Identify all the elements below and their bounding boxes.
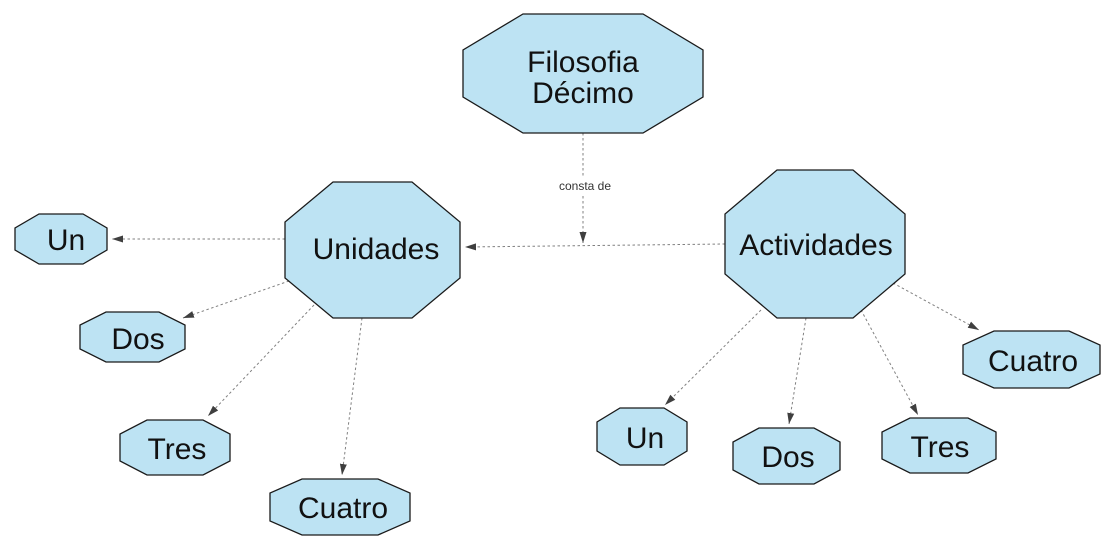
node-filosofia-decimo-label-line1: Filosofia	[527, 46, 639, 79]
node-actividades-cuatro-shape[interactable]	[962, 330, 1101, 389]
edge-actividades-to-tres	[860, 309, 919, 416]
edge-actividades-to-cuatro	[892, 282, 980, 331]
node-unidades-tres-label: Tres	[148, 433, 207, 466]
node-unidades-tres-shape[interactable]	[119, 419, 231, 476]
node-unidades-un[interactable]: Un	[14, 213, 108, 265]
node-actividades-un-shape[interactable]	[596, 407, 688, 466]
node-unidades-un-shape[interactable]	[14, 213, 108, 265]
node-actividades-tres-label: Tres	[911, 431, 970, 464]
edge-actividades-to-un	[664, 309, 762, 406]
node-actividades-tres[interactable]: Tres	[881, 417, 997, 474]
node-actividades-dos[interactable]: Dos	[732, 427, 841, 485]
node-unidades-dos-shape[interactable]	[79, 311, 186, 363]
node-unidades-label: Unidades	[313, 233, 440, 266]
node-actividades-shape[interactable]	[724, 169, 906, 319]
node-filosofia-decimo[interactable]: Filosofia Décimo	[462, 13, 704, 134]
edge-actividades-to-dos	[787, 317, 807, 425]
edge-label-consta-de: consta de	[559, 179, 611, 193]
node-unidades-dos[interactable]: Dos	[79, 311, 186, 363]
node-unidades-cuatro[interactable]: Cuatro	[269, 478, 411, 536]
node-filosofia-decimo-label-line2: Décimo	[532, 77, 634, 110]
edge-unidades-to-cuatro	[339, 317, 363, 476]
node-filosofia-decimo-shape[interactable]	[462, 13, 704, 134]
node-actividades-cuatro-label: Cuatro	[988, 345, 1078, 378]
node-unidades-shape[interactable]	[284, 181, 461, 319]
node-unidades-tres[interactable]: Tres	[119, 419, 231, 476]
edges-layer: consta de	[112, 133, 980, 476]
node-unidades-dos-label: Dos	[111, 323, 164, 356]
node-actividades[interactable]: Actividades	[724, 169, 906, 319]
edge-unidades-to-tres	[207, 304, 315, 417]
node-unidades-cuatro-shape[interactable]	[269, 478, 411, 536]
nodes-layer: Filosofia Décimo Unidades Actividades Un…	[14, 13, 1101, 536]
edge-unidades-to-dos	[182, 280, 290, 319]
node-unidades-cuatro-label: Cuatro	[298, 492, 388, 525]
node-actividades-tres-shape[interactable]	[881, 417, 997, 474]
node-actividades-dos-label: Dos	[761, 441, 814, 474]
node-actividades-un[interactable]: Un	[596, 407, 688, 466]
edge-actividades-to-unidades	[464, 243, 726, 251]
node-actividades-label: Actividades	[739, 229, 892, 262]
node-actividades-dos-shape[interactable]	[732, 427, 841, 485]
node-unidades-un-label: Un	[47, 224, 85, 257]
node-unidades[interactable]: Unidades	[284, 181, 461, 319]
node-actividades-cuatro[interactable]: Cuatro	[962, 330, 1101, 389]
node-actividades-un-label: Un	[626, 422, 664, 455]
